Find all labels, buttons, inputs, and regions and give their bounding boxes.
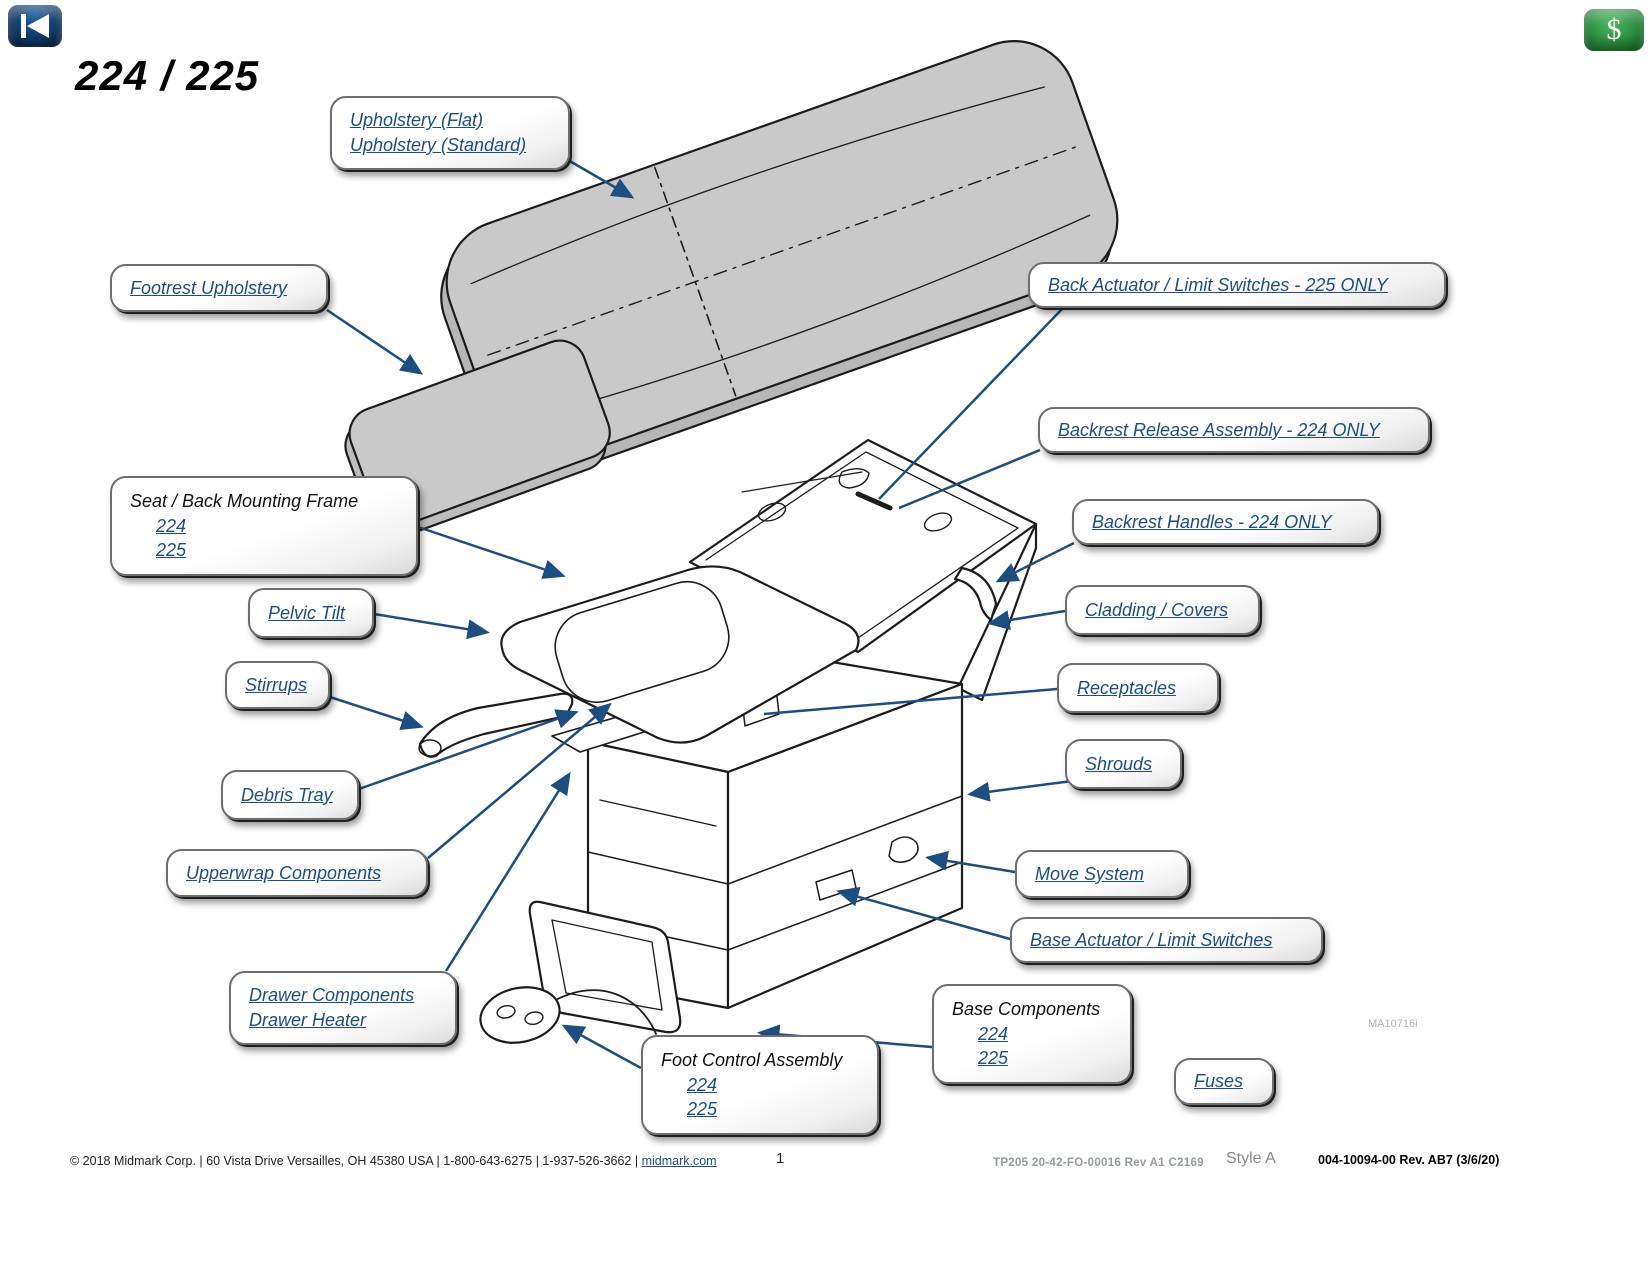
shrouds-link[interactable]: Shrouds (1085, 753, 1153, 774)
skip-back-icon (21, 14, 49, 38)
base-components-225-link[interactable]: 225 (978, 1048, 1009, 1069)
base-actuator-link[interactable]: Base Actuator / Limit Switches (1030, 929, 1273, 950)
debris-tray-link[interactable]: Debris Tray (241, 784, 333, 805)
upperwrap-link[interactable]: Upperwrap Components (186, 862, 382, 883)
leader-move-system (925, 850, 1016, 874)
leader-back-actuator (878, 307, 1064, 500)
footer-style: Style A (1226, 1150, 1276, 1167)
pelvic-tilt-link[interactable]: Pelvic Tilt (268, 602, 345, 623)
callout-shrouds: Shrouds (1065, 739, 1182, 789)
leader-footrest (326, 308, 424, 375)
upholstery-top (440, 39, 1119, 477)
cladding-covers-link[interactable]: Cladding / Covers (1085, 599, 1229, 620)
callout-base-components: Base Components 224 225 (932, 984, 1132, 1084)
drawer-components-link[interactable]: Drawer Components (249, 985, 415, 1006)
leader-upperwrap (427, 702, 612, 859)
callout-backrest-handles: Backrest Handles - 224 ONLY (1072, 499, 1379, 545)
callout-seat-back-mounting-frame: Seat / Back Mounting Frame 224 225 (110, 476, 418, 576)
foot-control-224-link[interactable]: 224 (687, 1074, 718, 1095)
callout-base-actuator: Base Actuator / Limit Switches (1010, 917, 1323, 963)
footer-part-number: 004-10094-00 Rev. AB7 (3/6/20) (1318, 1153, 1500, 1167)
callout-upholstery: Upholstery (Flat) Upholstery (Standard) (330, 96, 570, 170)
midmark-website-link[interactable]: midmark.com (641, 1154, 717, 1168)
callout-cladding-covers: Cladding / Covers (1065, 585, 1260, 635)
price-list-button[interactable]: $ (1584, 9, 1644, 51)
backrest-handles-link[interactable]: Backrest Handles - 224 ONLY (1092, 511, 1332, 532)
leader-foot-control (561, 1024, 642, 1070)
fuses-link[interactable]: Fuses (1194, 1071, 1244, 1092)
foot-control-pendant (479, 986, 657, 1044)
base-components-224-link[interactable]: 224 (978, 1023, 1009, 1044)
callout-back-actuator: Back Actuator / Limit Switches - 225 ONL… (1028, 262, 1446, 308)
back-navigation-button[interactable] (8, 5, 62, 47)
backrest-frame (688, 438, 1038, 654)
leader-debris-tray (358, 709, 579, 791)
back-actuator-link[interactable]: Back Actuator / Limit Switches - 225 ONL… (1048, 274, 1388, 295)
leader-base-actuator (836, 887, 1011, 941)
leader-backrest-release (898, 448, 1041, 510)
upholstery-standard-link[interactable]: Upholstery (Standard) (350, 135, 527, 155)
callout-stirrups: Stirrups (225, 661, 330, 709)
leader-seat-frame (417, 525, 566, 579)
backrest-handle (953, 566, 998, 622)
page-number: 1 (776, 1150, 785, 1167)
upholstery-flat-link[interactable]: Upholstery (Flat) (350, 110, 484, 131)
leader-upholstery (567, 158, 635, 199)
leader-backrest-handles (995, 541, 1075, 583)
leader-drawer (444, 771, 571, 972)
footer-copyright: © 2018 Midmark Corp. | 60 Vista Drive Ve… (70, 1154, 717, 1168)
receptacles-link[interactable]: Receptacles (1077, 677, 1177, 698)
stirrups-link[interactable]: Stirrups (245, 674, 308, 695)
seat-frame-225-link[interactable]: 225 (156, 540, 187, 561)
callout-receptacles: Receptacles (1057, 663, 1219, 713)
cladding-panel (956, 522, 1038, 702)
seat-section (500, 565, 860, 744)
leader-cladding (987, 609, 1066, 631)
page-title: 224 / 225 (75, 52, 260, 99)
callout-pelvic-tilt: Pelvic Tilt (248, 588, 374, 638)
footrest-upholstery-link[interactable]: Footrest Upholstery (130, 277, 288, 298)
step-part (528, 900, 682, 1034)
backrest-release-link[interactable]: Backrest Release Assembly - 224 ONLY (1058, 419, 1380, 440)
move-system-link[interactable]: Move System (1035, 863, 1145, 884)
seat-back-mounting-frame-label: Seat / Back Mounting Frame (130, 490, 359, 511)
drawing-reference-number: MA10716i (1368, 1018, 1418, 1030)
leader-lines (326, 158, 1081, 1070)
copyright-text: © 2018 Midmark Corp. | 60 Vista Drive Ve… (70, 1154, 639, 1168)
seat-frame-224-link[interactable]: 224 (156, 515, 187, 536)
leader-receptacles (763, 687, 1058, 716)
table-body (586, 658, 964, 1010)
callout-upperwrap: Upperwrap Components (166, 849, 428, 897)
footer-doc-code: TP205 20-42-FO-00016 Rev A1 C2169 (993, 1157, 1204, 1169)
callout-debris-tray: Debris Tray (221, 770, 359, 820)
callout-backrest-release: Backrest Release Assembly - 224 ONLY (1038, 407, 1430, 453)
callout-footrest-upholstery: Footrest Upholstery (110, 264, 328, 312)
table-drawing (344, 39, 1119, 1044)
callout-move-system: Move System (1015, 850, 1189, 898)
leader-stirrups (329, 695, 424, 731)
callout-foot-control: Foot Control Assembly 224 225 (641, 1035, 879, 1135)
foot-control-label: Foot Control Assembly (661, 1049, 843, 1070)
callout-drawer: Drawer Components Drawer Heater (229, 971, 457, 1045)
callout-fuses: Fuses (1174, 1058, 1274, 1105)
dollar-icon: $ (1606, 13, 1622, 46)
debris-tray-part (551, 707, 677, 753)
leader-shrouds (967, 778, 1081, 802)
drawer-heater-link[interactable]: Drawer Heater (249, 1010, 367, 1030)
leader-pelvic-tilt (373, 612, 490, 640)
base-components-label: Base Components (952, 998, 1101, 1019)
stirrup-part (418, 692, 574, 758)
foot-control-225-link[interactable]: 225 (687, 1099, 718, 1120)
